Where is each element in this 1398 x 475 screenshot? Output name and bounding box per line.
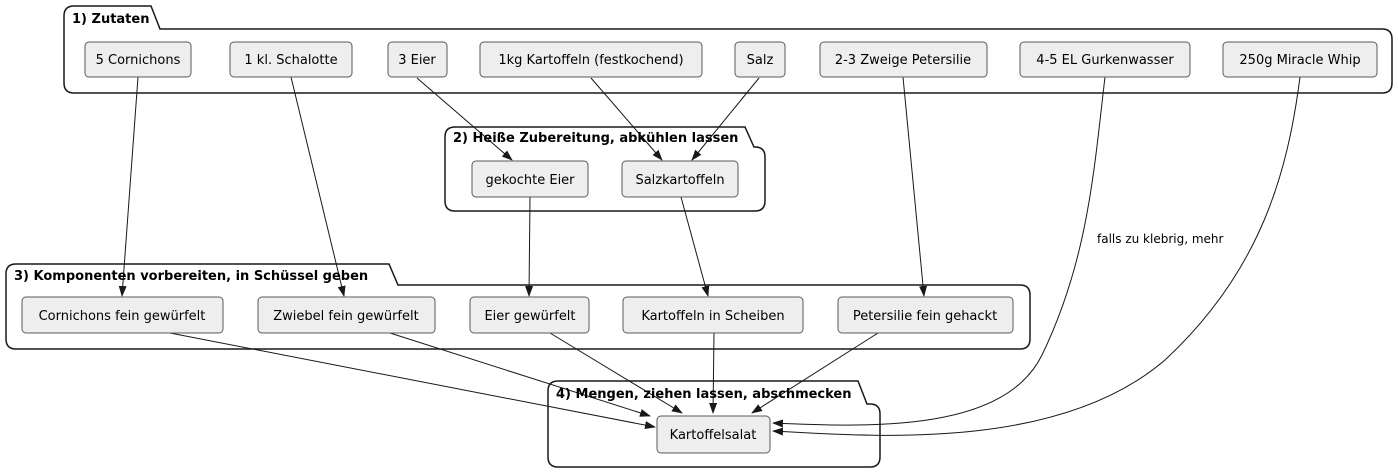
- edge-schalotte-to-zwiebel: [290, 76, 346, 297]
- node-schalotte-label: 1 kl. Schalotte: [244, 53, 337, 68]
- edge-petersilie-to-gehackt: [902, 76, 928, 297]
- edge-eier-to-gekochte-eier: [416, 77, 513, 161]
- node-cornichons-gewuerfelt-label: Cornichons fein gewürfelt: [39, 309, 206, 324]
- edge-scheiben-to-salat: [709, 332, 718, 414]
- edge-gekochte-eier-to-eier-gewuerfelt: [525, 196, 534, 297]
- node-petersilie-gehackt: [837, 296, 1014, 334]
- node-5-cornichons-label: 5 Cornichons: [96, 53, 181, 68]
- node-kartoffeln-scheiben-label: Kartoffeln in Scheiben: [641, 309, 784, 324]
- node-zweige-petersilie: [819, 41, 988, 78]
- edge-gehackt-to-salat: [751, 332, 879, 414]
- edge-cornichons-to-gewuerfelt: [118, 76, 139, 297]
- node-1kg-kartoffeln-label: 1kg Kartoffeln (festkochend): [498, 53, 683, 68]
- group-title-mengen: 4) Mengen, ziehen lassen, abschmecken: [556, 387, 852, 402]
- node-miracle-whip: [1222, 41, 1378, 78]
- node-cornichons-gewuerfelt: [21, 296, 224, 334]
- edge-gurkenwasser-to-salat: [772, 76, 1106, 428]
- node-petersilie-gehackt-label: Petersilie fein gehackt: [853, 309, 997, 324]
- node-zwiebel-gewuerfelt-label: Zwiebel fein gewürfelt: [273, 309, 418, 324]
- edge-salz-to-salzkartoffeln: [691, 77, 760, 161]
- edge-miracle-whip-to-salat: [772, 76, 1301, 436]
- node-kartoffelsalat: [656, 415, 771, 454]
- node-gekochte-eier: [471, 160, 589, 198]
- node-kartoffeln-scheiben: [622, 296, 804, 334]
- node-gekochte-eier-label: gekochte Eier: [485, 173, 575, 188]
- node-schalotte: [229, 41, 353, 78]
- edge-label-falls-zu-klebrig: falls zu klebrig, mehr: [1097, 232, 1224, 246]
- group-title-heisse-zubereitung: 2) Heiße Zubereitung, abkühlen lassen: [453, 131, 738, 146]
- group-title-komponenten: 3) Komponenten vorbereiten, in Schüssel …: [14, 269, 368, 284]
- node-gurkenwasser-label: 4-5 EL Gurkenwasser: [1036, 53, 1174, 68]
- node-eier-gewuerfelt-label: Eier gewürfelt: [484, 309, 575, 324]
- edge-salzkartoffeln-to-scheiben: [680, 196, 710, 297]
- edge-eier-gewuerfelt-to-salat: [549, 332, 683, 414]
- node-zweige-petersilie-label: 2-3 Zweige Petersilie: [835, 53, 971, 68]
- edge-cornichons-gewuerfelt-to-salat: [169, 332, 656, 430]
- node-3-eier: [387, 41, 448, 78]
- node-5-cornichons: [84, 41, 192, 78]
- node-salz-label: Salz: [747, 53, 774, 68]
- node-miracle-whip-label: 250g Miracle Whip: [1239, 53, 1360, 68]
- edge-zwiebel-to-salat: [389, 332, 651, 417]
- node-eier-gewuerfelt: [469, 296, 590, 334]
- node-salzkartoffeln: [621, 160, 739, 198]
- node-salz: [734, 41, 786, 78]
- node-1kg-kartoffeln: [479, 41, 703, 78]
- node-salzkartoffeln-label: Salzkartoffeln: [635, 173, 724, 188]
- node-3-eier-label: 3 Eier: [398, 53, 436, 68]
- node-gurkenwasser: [1019, 41, 1191, 78]
- group-title-zutaten: 1) Zutaten: [72, 12, 149, 27]
- node-zwiebel-gewuerfelt: [257, 296, 436, 334]
- node-kartoffelsalat-label: Kartoffelsalat: [670, 428, 757, 443]
- edge-kartoffeln-to-salzkartoffeln: [590, 77, 663, 161]
